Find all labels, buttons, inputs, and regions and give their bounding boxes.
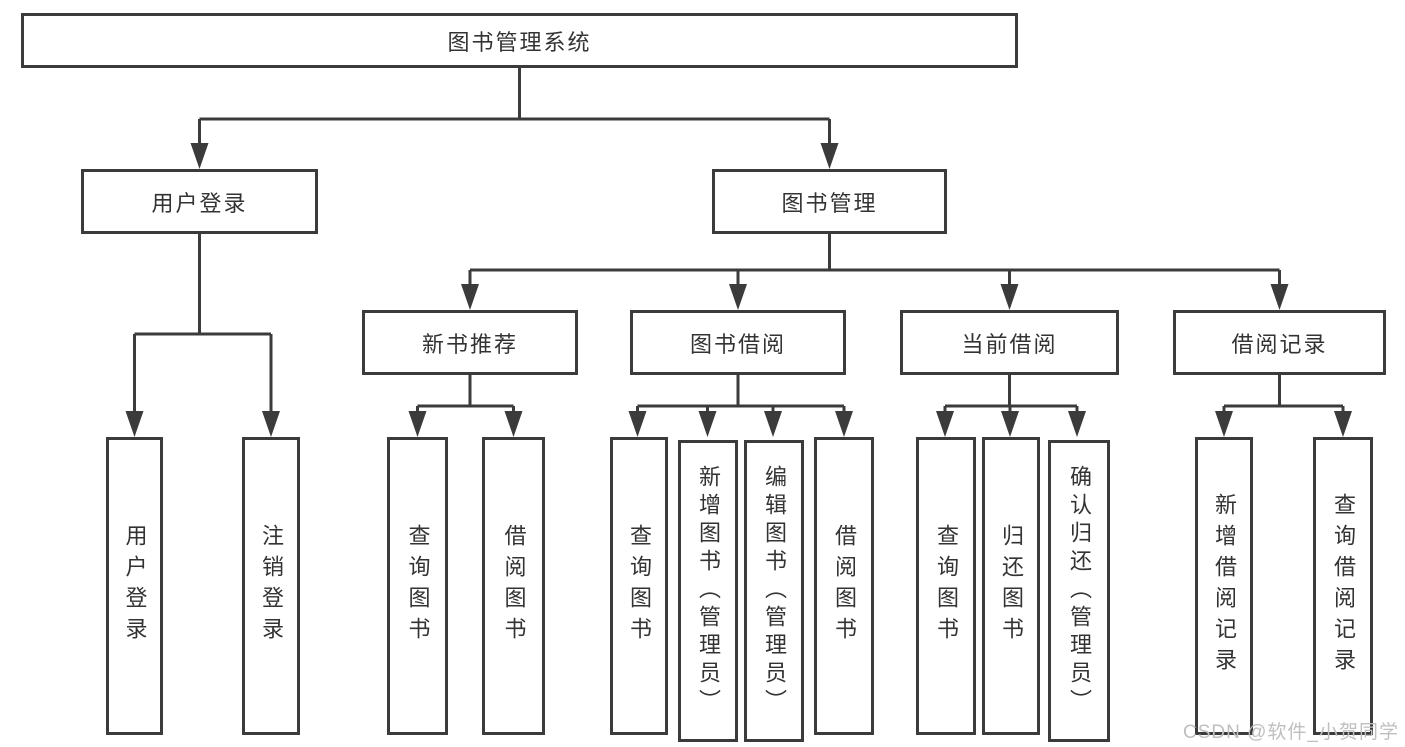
node-current-borrowing: 当前借阅	[900, 310, 1119, 375]
leaf-query-borrow-record: 查询借阅记录	[1313, 437, 1373, 735]
leaf-add-borrow-record: 新增借阅记录	[1195, 437, 1253, 735]
leaf-query-books-current: 查询图书	[916, 437, 976, 735]
leaf-borrow-books-recommend: 借阅图书	[482, 437, 545, 735]
leaf-user-login: 用户登录	[106, 437, 163, 735]
node-user-login: 用户登录	[81, 169, 318, 234]
leaf-logout: 注销登录	[242, 437, 300, 735]
leaf-add-book-admin: 新增图书（管理员）	[678, 440, 738, 742]
leaf-return-book: 归还图书	[982, 437, 1040, 735]
leaf-edit-book-admin: 编辑图书（管理员）	[744, 440, 804, 742]
node-new-book-recommend: 新书推荐	[362, 310, 578, 375]
leaf-query-books-borrowing: 查询图书	[610, 437, 668, 735]
watermark: CSDN @软件_小贺同学	[1183, 722, 1399, 743]
node-book-borrowing: 图书借阅	[630, 310, 846, 375]
leaf-borrow-books-borrowing: 借阅图书	[814, 437, 874, 735]
node-borrowing-records: 借阅记录	[1173, 310, 1386, 375]
leaf-confirm-return-admin: 确认归还（管理员）	[1048, 440, 1110, 742]
node-book-management: 图书管理	[712, 169, 947, 234]
leaf-query-books-recommend: 查询图书	[387, 437, 448, 735]
node-library-system: 图书管理系统	[21, 13, 1018, 68]
